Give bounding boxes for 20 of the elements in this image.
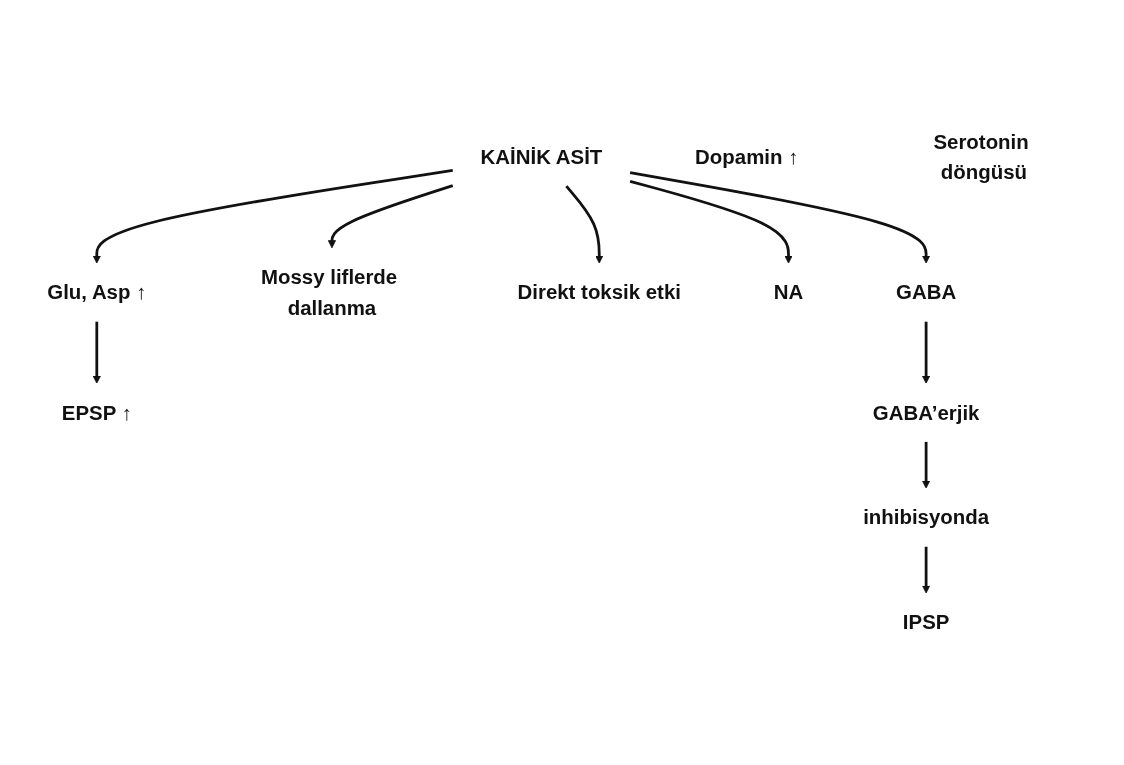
arrow: [92, 322, 101, 385]
arrow: [565, 185, 604, 265]
node-text: GABA: [896, 281, 957, 305]
node-text: inhibisyonda: [863, 506, 990, 530]
node-text: Serotonin döngüsü: [933, 130, 1029, 185]
node-text: IPSP: [902, 611, 950, 635]
node-text: Direkt toksik etki: [517, 281, 681, 305]
arrow: [629, 171, 931, 265]
node-text: Dopamin ↑: [695, 145, 799, 170]
node-text: KAİNİK ASİT: [480, 145, 603, 170]
arrow: [92, 169, 453, 265]
node-text: EPSP ↑: [61, 401, 132, 425]
node-text: NA: [773, 281, 804, 305]
arrow: [922, 322, 931, 385]
node-text: GABA’erjik: [872, 401, 980, 425]
arrow: [327, 184, 454, 249]
node-text: Glu, Asp ↑: [47, 281, 147, 305]
arrow: [922, 547, 931, 594]
arrow: [629, 180, 793, 265]
node-text: Mossy liflerde dallanma: [261, 266, 398, 320]
